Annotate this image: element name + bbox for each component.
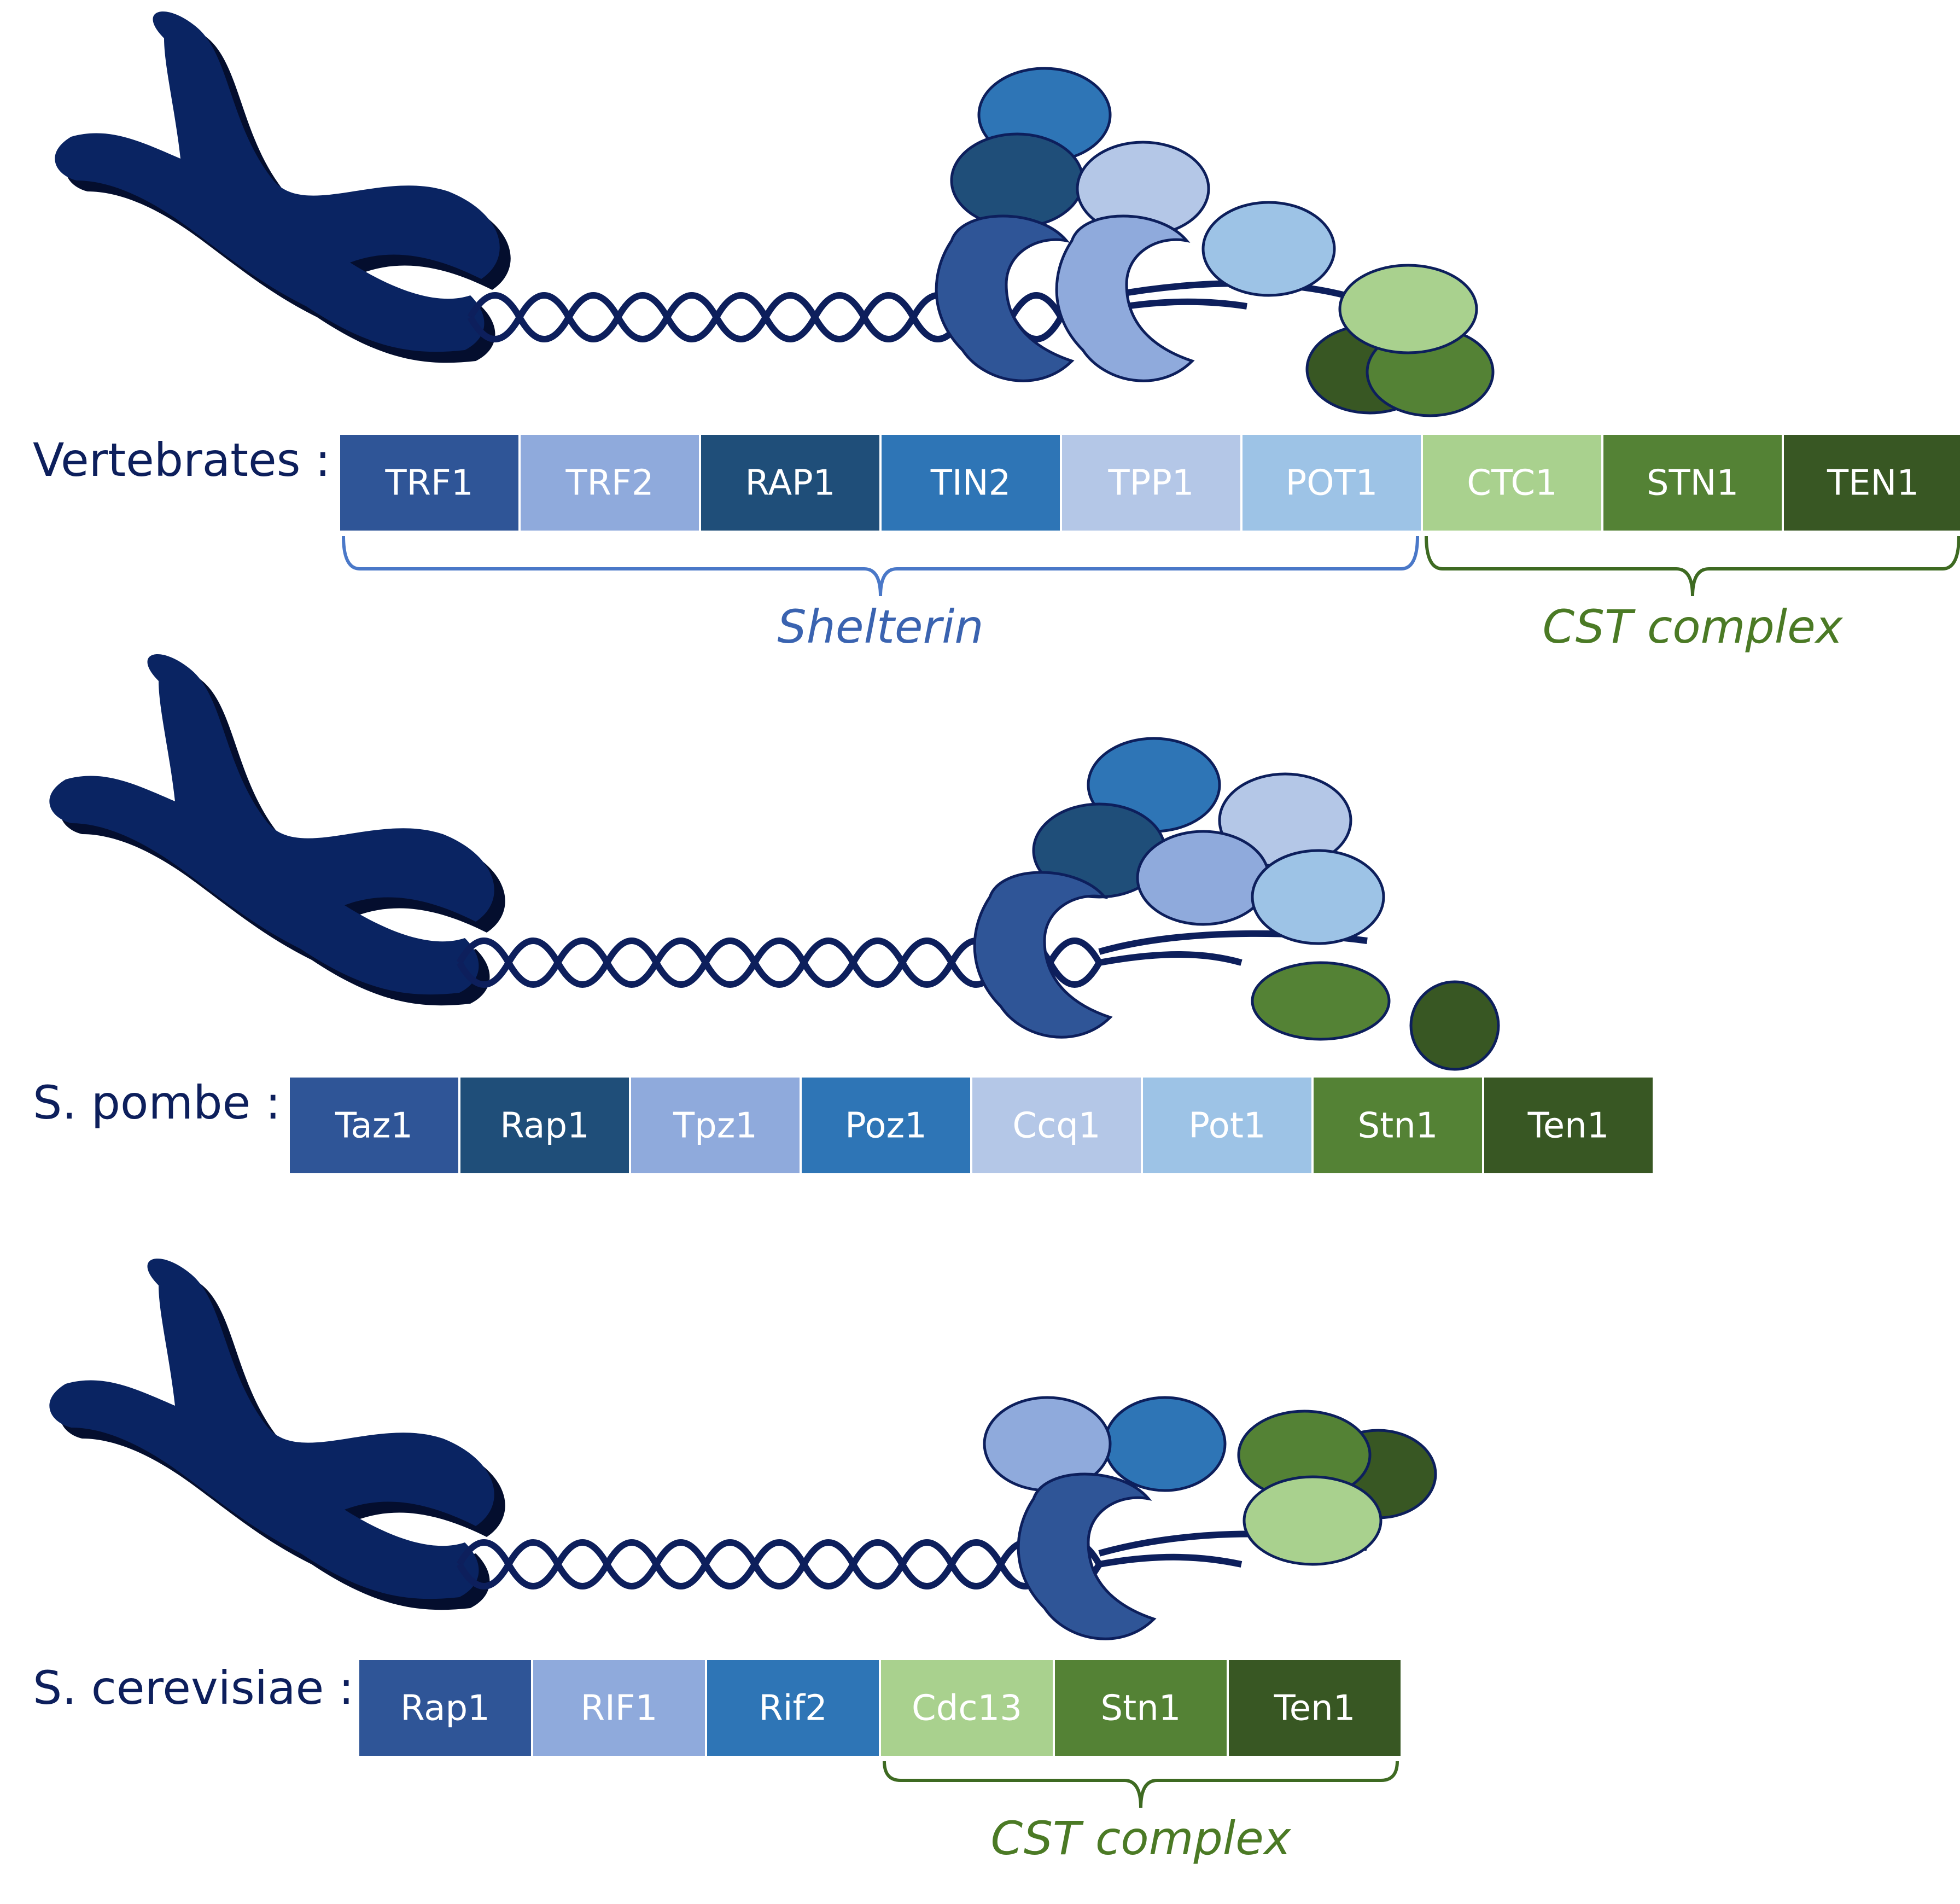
- protein-cell-fill: [1143, 1078, 1311, 1173]
- protein-name: Pot1: [1188, 1106, 1265, 1146]
- protein-row-2: S. pombe : Taz1 Rap1 Tpz1 Poz1 Ccq1 Pot1 Stn1 Te…: [33, 1076, 1653, 1173]
- protein-cell-fill: [1603, 435, 1782, 531]
- protein-name: TRF1: [384, 463, 473, 504]
- protein-name: Poz1: [845, 1106, 927, 1146]
- protein-row-3: S. cerevisiae : Rap1 RIF1 Rif2 Cdc13 Stn1 Ten1…: [33, 1660, 1401, 1865]
- protein-name: RIF1: [581, 1688, 658, 1729]
- protein-cell-fill: [359, 1660, 531, 1756]
- protein-cell: CTC1: [1423, 435, 1601, 531]
- dna-double-helix-2: [456, 930, 1368, 988]
- protein-cell: Pot1: [1143, 1078, 1311, 1173]
- protein-name: Cdc13: [912, 1688, 1022, 1729]
- protein-cell: Poz1: [802, 1078, 970, 1173]
- protein-cell-fill: [802, 1078, 970, 1173]
- protein-cell-fill: [290, 1078, 458, 1173]
- protein-name: POT1: [1286, 463, 1378, 504]
- protein-cell: TEN1: [1784, 435, 1960, 531]
- protein-cell: Ten1: [1484, 1078, 1653, 1173]
- chromosome-1: [55, 11, 511, 363]
- protein-name: TRF2: [565, 463, 654, 504]
- cst-bracket: [883, 1761, 1399, 1808]
- protein-name: RAP1: [745, 463, 836, 504]
- protein-cell: Tpz1: [631, 1078, 800, 1173]
- protein-cell: Cdc13: [881, 1660, 1053, 1756]
- protein-name: TPP1: [1108, 463, 1194, 504]
- chromosome-2: [49, 654, 505, 1006]
- protein-cell: RAP1: [701, 435, 879, 531]
- protein-cell: RIF1: [533, 1660, 705, 1756]
- cst-group-label: CST complex: [1543, 600, 1844, 654]
- protein-cell-fill: [1784, 435, 1960, 531]
- shelterin-proteins-1: [935, 67, 1336, 382]
- organism-label: S. pombe :: [33, 1076, 281, 1129]
- protein-cell-fill: [707, 1660, 879, 1756]
- protein-cell: TPP1: [1062, 435, 1240, 531]
- protein-cell-fill: [1314, 1078, 1482, 1173]
- protein-cell-fill: [1242, 435, 1421, 531]
- protein-cell-fill: [340, 435, 518, 531]
- protein-cell: Ten1: [1229, 1660, 1401, 1756]
- protein-cell: Stn1: [1314, 1078, 1482, 1173]
- protein-cell-fill: [882, 435, 1060, 531]
- shelterin-proteins-2: [973, 737, 1385, 1039]
- protein-cell-fill: [1423, 435, 1601, 531]
- protein-name: Ten1: [1527, 1106, 1609, 1146]
- protein-name: Rap1: [400, 1688, 490, 1729]
- dna-double-helix-3: [456, 1530, 1368, 1589]
- shelterin-proteins-3: [983, 1396, 1227, 1640]
- cst-group-label: CST complex: [991, 1812, 1292, 1865]
- protein-cell-fill: [1484, 1078, 1653, 1173]
- s-cerevisiae-illustration: [49, 1259, 1437, 1640]
- dna-double-helix-1: [467, 280, 1346, 342]
- cst-proteins-3: [1237, 1410, 1437, 1566]
- protein-name: Rap1: [500, 1106, 590, 1146]
- cst-proteins-2: [1251, 961, 1500, 1071]
- protein-cell-fill: [881, 1660, 1053, 1756]
- protein-name: Rif2: [759, 1688, 827, 1729]
- protein-cell: Stn1: [1055, 1660, 1227, 1756]
- protein-cell: Rif2: [707, 1660, 879, 1756]
- chromosome-3: [49, 1259, 505, 1610]
- organism-label: Vertebrates :: [33, 433, 330, 487]
- protein-name: Ten1: [1274, 1688, 1356, 1729]
- protein-name: Stn1: [1101, 1688, 1181, 1729]
- cst-bracket: [1425, 535, 1960, 597]
- protein-name: TIN2: [930, 463, 1011, 504]
- shelterin-bracket: [342, 535, 1419, 597]
- protein-name: CTC1: [1467, 463, 1557, 504]
- vertebrates-illustration: [55, 11, 1495, 417]
- s-pombe-illustration: [49, 654, 1500, 1071]
- protein-cell-fill: [521, 435, 699, 531]
- protein-cell: Rap1: [359, 1660, 531, 1756]
- protein-name: TEN1: [1827, 463, 1919, 504]
- protein-cell: POT1: [1242, 435, 1421, 531]
- protein-row-1: Vertebrates : TRF1 TRF2 RAP1 TIN2 TPP1 POT1 CTC…: [33, 433, 1960, 654]
- protein-cell-fill: [1229, 1660, 1401, 1756]
- shelterin-group-label: Shelterin: [777, 600, 983, 654]
- organism-label: S. cerevisiae :: [33, 1661, 354, 1715]
- protein-cell-fill: [972, 1078, 1141, 1173]
- protein-cell: STN1: [1603, 435, 1782, 531]
- protein-cell-fill: [701, 435, 879, 531]
- protein-cell: Taz1: [290, 1078, 458, 1173]
- protein-cell-fill: [1055, 1660, 1227, 1756]
- protein-name: Tpz1: [673, 1106, 757, 1146]
- protein-tables: Vertebrates : TRF1 TRF2 RAP1 TIN2 TPP1 POT1 CTC…: [33, 433, 1960, 1865]
- protein-cell: TRF1: [340, 435, 518, 531]
- protein-name: Ccq1: [1012, 1106, 1100, 1146]
- protein-cell: Ccq1: [972, 1078, 1141, 1173]
- protein-name: Stn1: [1358, 1106, 1438, 1146]
- cst-proteins-1: [1305, 264, 1495, 417]
- protein-cell-fill: [1062, 435, 1240, 531]
- protein-cell-fill: [460, 1078, 629, 1173]
- protein-name: STN1: [1647, 463, 1739, 504]
- protein-cell: TRF2: [521, 435, 699, 531]
- protein-cell: TIN2: [882, 435, 1060, 531]
- protein-cell-fill: [533, 1660, 705, 1756]
- protein-cell: Rap1: [460, 1078, 629, 1173]
- protein-name: Taz1: [335, 1106, 413, 1146]
- protein-cell-fill: [631, 1078, 800, 1173]
